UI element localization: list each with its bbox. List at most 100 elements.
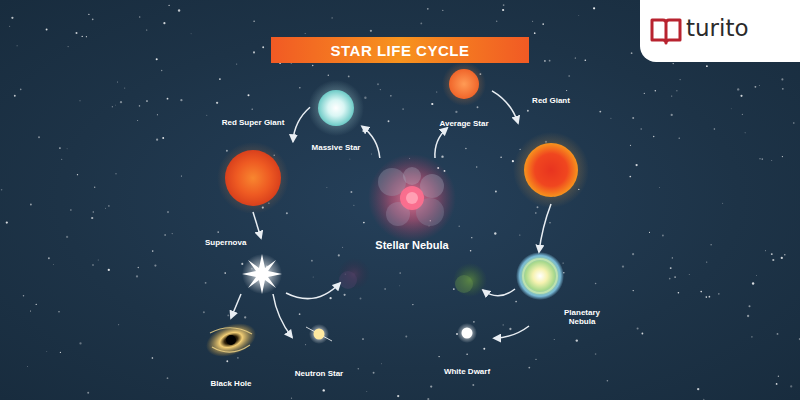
background-star [79,100,80,101]
background-star [139,16,141,18]
title-banner: STAR LIFE CYCLE [271,37,529,63]
stage-label: White Dwarf [440,367,494,376]
stage-label: Red Giant [518,96,584,105]
background-star [679,138,680,139]
background-star [311,260,313,262]
background-star [156,139,158,141]
background-star [470,250,472,252]
star-stage: Supernova [205,238,285,294]
background-star [473,321,475,323]
background-star [46,351,48,353]
neutron-star [306,324,332,344]
background-star [104,207,106,209]
background-star [671,114,673,116]
stage-label: Red Super Giant [213,118,293,127]
background-star [77,174,78,175]
background-star [535,212,537,214]
background-star [782,156,783,157]
background-star [81,36,82,37]
white-dwarf [457,323,477,343]
background-star [751,336,753,338]
background-star [92,264,93,265]
lifecycle-arrow [253,212,261,238]
background-star [494,232,496,234]
background-star [390,95,391,96]
background-star [164,234,165,235]
stage-label: Massive Star [310,143,362,152]
background-star [472,384,474,386]
stage-label: Average Star [436,119,492,128]
background-star [653,136,654,137]
background-star [778,376,779,377]
background-star [635,164,637,166]
background-star [118,324,120,326]
brand-logo: turito [640,0,800,62]
background-star [178,9,180,11]
background-star [671,95,672,96]
background-star [350,191,352,193]
background-star [502,9,504,11]
background-star [549,60,551,62]
lifecycle-arrow [273,294,292,337]
background-star [402,108,404,110]
background-star [115,173,117,175]
background-star [503,4,505,6]
background-star [752,282,754,284]
background-star [112,106,113,107]
lifecycle-arrow [539,204,551,252]
background-star [203,311,205,313]
background-star [771,160,772,161]
book-icon [649,16,683,46]
background-star [9,25,11,27]
background-star [655,90,657,92]
background-star [36,304,37,305]
background-star [568,75,570,77]
background-star [163,22,165,24]
background-star [512,160,514,162]
background-star [136,275,138,277]
background-star [326,187,328,189]
background-star [644,93,645,94]
background-star [781,78,783,80]
background-star [146,100,148,102]
star-stage: Black Hole [200,318,262,388]
background-star [59,147,61,149]
background-star [781,257,783,259]
background-star [576,339,578,341]
background-star [66,148,68,150]
background-star [30,311,31,312]
background-star [115,104,117,106]
background-star [659,186,661,188]
background-star [711,244,712,245]
background-star [629,176,631,178]
background-star [607,380,609,382]
black-hole [201,317,260,363]
background-star [97,259,99,261]
background-star [1,189,3,191]
background-star [157,114,158,115]
background-star [58,311,60,313]
background-star [640,128,642,130]
background-star [161,70,162,71]
background-star [323,389,325,391]
background-star [759,158,760,159]
background-star [758,85,760,87]
background-star [553,338,555,340]
stage-label: Neutron Star [292,369,346,378]
background-star [566,90,567,91]
background-star [496,21,497,22]
background-star [53,263,55,265]
star-stage: Massive Star [310,88,362,152]
background-star [599,111,601,113]
background-star [87,392,89,394]
background-star [206,114,208,116]
massive-star [308,80,364,136]
background-star [154,265,156,267]
background-star [782,88,784,90]
star-stage: Average Star [436,66,492,128]
background-star [412,304,413,305]
background-star [217,231,219,233]
background-star [633,290,634,291]
background-star [219,78,221,80]
background-star [427,8,429,10]
